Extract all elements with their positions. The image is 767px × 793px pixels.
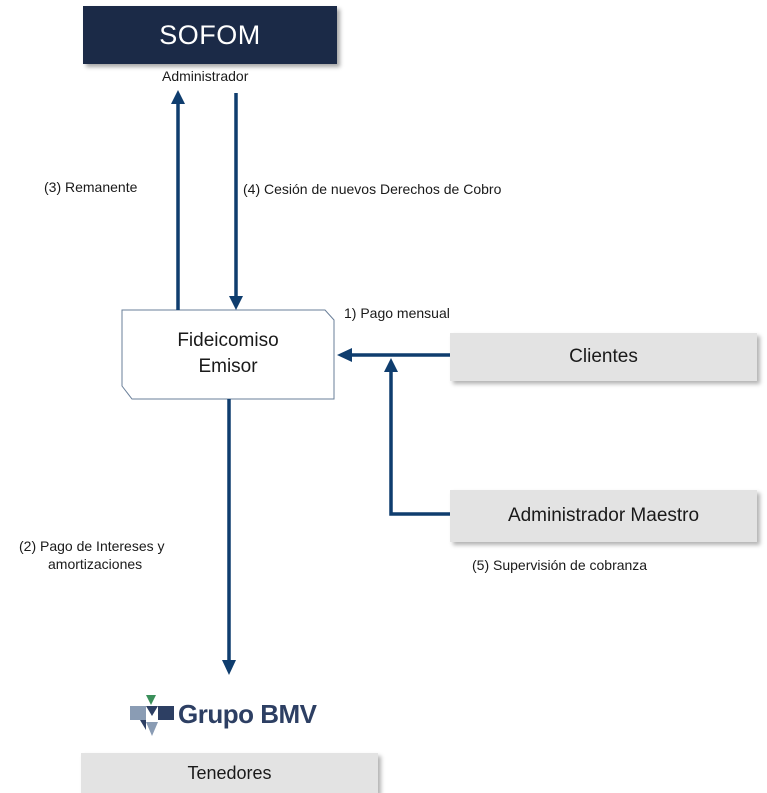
- grupo-bmv-logo: Grupo BMV: [178, 699, 317, 729]
- fideicomiso-emisor: Fideicomiso Emisor: [122, 328, 334, 380]
- arrowhead-pago-mensual: [337, 348, 352, 362]
- arrow-supervision: [389, 372, 450, 516]
- label-pago-intereses-1: (2) Pago de Intereses y: [19, 538, 165, 554]
- arrowhead-pago-intereses: [222, 660, 236, 675]
- tenedores-box: Tenedores: [81, 753, 378, 793]
- fideicomiso-line1: Fideicomiso: [177, 330, 279, 351]
- label-pago-intereses-2: amortizaciones: [48, 556, 143, 572]
- clientes-label: Clientes: [569, 346, 638, 367]
- arrowhead-supervision: [384, 358, 398, 372]
- arrowhead-cesion: [229, 296, 243, 310]
- arrowhead-remanente: [171, 90, 185, 104]
- label-remanente: (3) Remanente: [44, 179, 138, 195]
- label-pago-mensual: 1) Pago mensual: [344, 305, 450, 321]
- administrador-maestro-label: Administrador Maestro: [507, 505, 700, 526]
- sofom-subtitle: Administrador: [162, 68, 249, 84]
- tenedores-label: Tenedores: [187, 762, 272, 783]
- administrador-maestro-box: Administrador Maestro: [450, 490, 757, 542]
- fideicomiso-line2: Emisor: [198, 356, 258, 377]
- fideicomiso-shape: [121, 309, 335, 400]
- label-supervision: (5) Supervisión de cobranza: [472, 557, 648, 573]
- sofom-box: SOFOM: [83, 6, 337, 64]
- sofom-title: SOFOM: [159, 19, 261, 50]
- bmv-star-icon: [130, 695, 174, 736]
- clientes-box: Clientes: [450, 333, 757, 381]
- label-cesion: (4) Cesión de nuevos Derechos de Cobro: [243, 181, 502, 197]
